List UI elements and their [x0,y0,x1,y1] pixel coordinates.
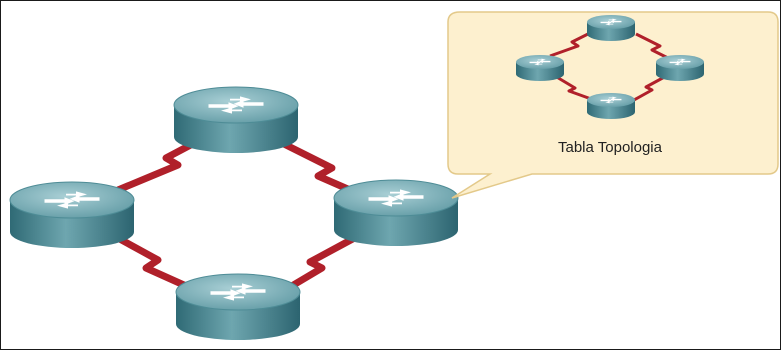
mini-router-bottom [587,93,635,119]
router-left [9,181,135,248]
serial-link-left-bottom [116,234,197,294]
mini-router-left [516,55,564,81]
serial-link-top-right [280,139,352,194]
serial-link-bottom-right [283,231,362,294]
callout-bubble: Tabla Topologia [447,11,779,199]
router-bottom [175,273,301,340]
router-right [333,179,459,246]
mini-router-right [656,55,704,81]
serial-links [116,136,362,294]
serial-link-top-left [116,136,202,194]
callout-label: Tabla Topologia [558,139,663,156]
mini-router-top [587,15,635,41]
router-top [173,86,299,153]
mini-topology [516,15,704,119]
